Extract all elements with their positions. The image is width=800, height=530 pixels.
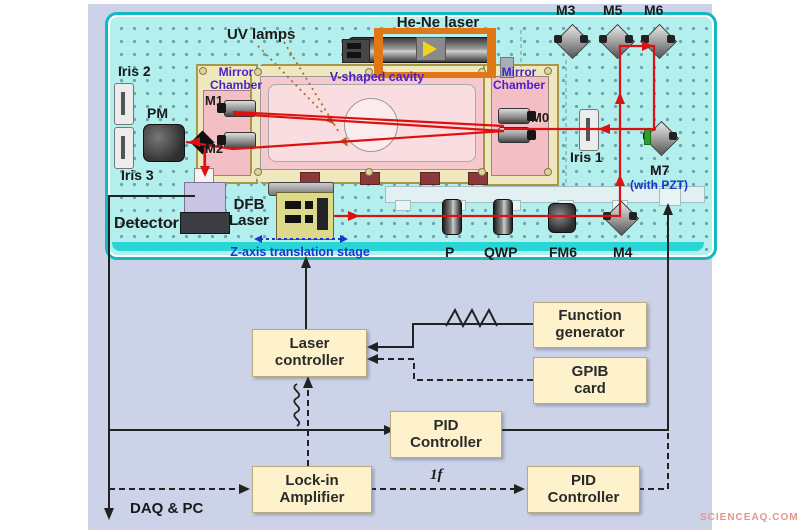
- mirror-m4: [602, 199, 640, 237]
- label-dfb-laser: DFB Laser: [228, 196, 270, 229]
- rail-notch: [395, 200, 411, 211]
- iris3-device: [114, 127, 134, 169]
- lockin-amplifier-label: Lock-in Amplifier: [279, 471, 345, 506]
- pid-controller-2-box: PID Controller: [527, 466, 640, 513]
- lockin-amplifier-box: Lock-in Amplifier: [252, 466, 372, 513]
- mirror-m0-upper: [498, 108, 536, 124]
- screw: [544, 168, 552, 176]
- screw: [544, 67, 552, 75]
- gpib-card-box: GPIB card: [533, 357, 647, 404]
- screw: [365, 68, 373, 76]
- screw: [199, 67, 207, 75]
- label-qwp: QWP: [484, 244, 518, 260]
- mount-post: [500, 57, 514, 78]
- pid-controller-2-label: PID Controller: [547, 471, 620, 506]
- mirror-m5: [598, 22, 636, 60]
- translation-rail: [385, 186, 705, 203]
- z-stage-arrow-icon: [254, 235, 348, 243]
- label-daq-pc: DAQ & PC: [130, 500, 204, 517]
- pid-controller-1-box: PID Controller: [390, 411, 502, 458]
- label-m5: M5: [603, 2, 623, 18]
- label-m2: M2: [205, 141, 224, 156]
- mirror-m7: [642, 119, 680, 157]
- screw: [365, 168, 373, 176]
- gpib-card-label: GPIB card: [571, 362, 609, 397]
- watermark: SCIENCEAQ.COM: [700, 512, 799, 523]
- label-mirror-chamber-right: Mirror Chamber: [492, 65, 545, 92]
- pid-controller-1-label: PID Controller: [410, 416, 482, 451]
- label-with-pzt: (with PZT): [630, 178, 688, 192]
- cavity-center-window: [344, 98, 398, 152]
- label-mirror-chamber-left: Mirror Chamber: [209, 65, 262, 92]
- detector-body: [184, 182, 226, 216]
- flip-mirror-fm6: [548, 203, 576, 233]
- label-m0: M0: [531, 110, 550, 125]
- detector-base: [180, 212, 230, 234]
- label-m6: M6: [644, 2, 664, 18]
- label-m4: M4: [613, 244, 633, 260]
- function-generator-box: Function generator: [533, 302, 647, 348]
- mirror-m0-lower: [498, 127, 536, 143]
- polarizer-p: [442, 199, 462, 235]
- label-1f: 1f: [430, 467, 443, 483]
- label-detector: Detector: [114, 215, 179, 232]
- label-iris2: Iris 2: [118, 63, 151, 79]
- laser-controller-label: Laser controller: [274, 335, 345, 369]
- iris2-device: [114, 83, 134, 125]
- label-m1: M1: [205, 93, 224, 108]
- mirror-m6: [640, 22, 678, 60]
- mirror-m3: [553, 22, 591, 60]
- screw: [478, 168, 486, 176]
- screw: [254, 168, 262, 176]
- label-m7: M7: [650, 162, 670, 178]
- dfb-laser-device: [276, 192, 334, 240]
- label-z-stage: Z-axis translation stage: [230, 245, 370, 259]
- cavity-foot: [420, 172, 440, 185]
- label-hene-laser: He-Ne laser: [396, 14, 480, 31]
- label-v-cavity: V-shaped cavity: [329, 70, 425, 84]
- m7-mirror-face: [644, 129, 651, 145]
- label-m3: M3: [556, 2, 576, 18]
- quarter-waveplate: [493, 199, 513, 235]
- laser-controller-box: Laser controller: [252, 329, 367, 377]
- function-generator-label: Function generator: [555, 307, 625, 341]
- table-front-rail: [112, 242, 704, 251]
- pm-device: [143, 124, 185, 162]
- label-uv-lamps: UV lamps: [227, 26, 296, 43]
- label-fm6: FM6: [549, 244, 577, 260]
- hene-rear-mount: [342, 39, 370, 63]
- label-iris1: Iris 1: [570, 149, 603, 165]
- label-p: P: [445, 244, 455, 260]
- label-pm: PM: [147, 105, 168, 121]
- label-iris3: Iris 3: [121, 167, 154, 183]
- mirror-m2-mount: [217, 132, 256, 149]
- hene-frame: [374, 28, 496, 78]
- hene-laser-device: [342, 27, 496, 78]
- mirror-m1-mount: [217, 100, 256, 117]
- iris1-device: [579, 109, 599, 151]
- laser-warning-icon: [416, 37, 446, 61]
